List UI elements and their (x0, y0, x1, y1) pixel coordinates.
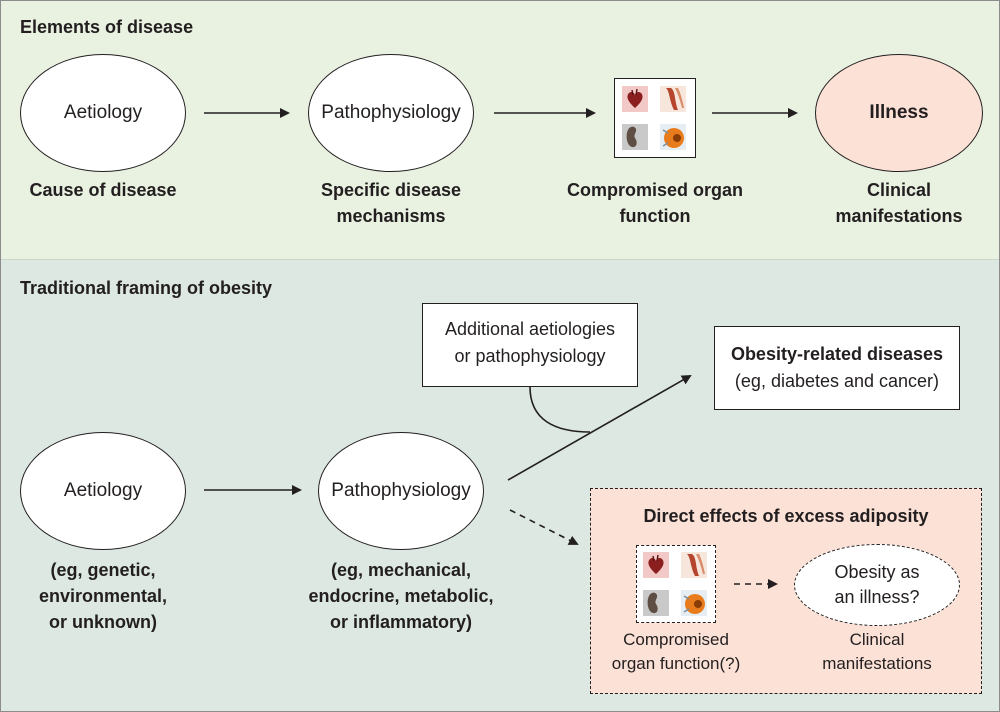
aetiology-example-3: or unknown) (49, 612, 157, 632)
additional-aetiologies-connector (529, 386, 591, 433)
obesity-clinical-line-2: manifestations (822, 654, 932, 673)
compromised-organ-line-1: Compromised organ (566, 180, 744, 200)
kidney-icon (643, 590, 669, 616)
pathophysiology-ellipse: Pathophysiology (308, 54, 474, 172)
pathophysiology-label: Pathophysiology (321, 102, 461, 123)
muscle-icon (660, 86, 686, 112)
illness-label: Illness (869, 102, 929, 123)
compromised-line-2: organ function(?) (611, 654, 741, 673)
aetiology-label: Aetiology (63, 102, 143, 123)
obesity-clinical-manifestations-caption: Clinical manifestations (800, 628, 954, 676)
additional-aetiologies-line-2: or pathophysiology (454, 346, 606, 366)
compromised-organ-caption: Compromised organ function (548, 177, 762, 229)
clinical-manifestations-line-1: Clinical (866, 180, 932, 200)
aetiology-ellipse: Aetiology (20, 54, 186, 172)
additional-aetiologies-box: Additional aetiologies or pathophysiolog… (422, 303, 638, 387)
muscle-icon (681, 552, 707, 578)
obesity-illness-ellipse: Obesity as an illness? (794, 544, 960, 626)
illness-ellipse: Illness (815, 54, 983, 172)
patho-example-2: endocrine, metabolic, (308, 586, 494, 606)
top-heading: Elements of disease (20, 17, 194, 37)
obesity-pathophysiology-ellipse: Pathophysiology (318, 432, 484, 550)
arrow-to-obesity-related-diseases (507, 375, 692, 481)
obesity-illness-line-2: an illness? (834, 587, 920, 607)
kidney-icon (622, 124, 648, 150)
eye-icon (681, 590, 707, 616)
compromised-organ-line-2: function (619, 206, 691, 226)
obesity-related-title: Obesity-related diseases (730, 344, 944, 364)
patho-example-3: or inflammatory) (329, 612, 473, 632)
cause-of-disease-text: Cause of disease (29, 180, 177, 200)
additional-aetiologies-line-1: Additional aetiologies (444, 319, 616, 339)
heart-icon (643, 552, 669, 578)
aetiology-example-1: (eg, genetic, (50, 560, 156, 580)
obesity-clinical-line-1: Clinical (849, 630, 905, 649)
eye-icon (660, 124, 686, 150)
disease-mechanisms-caption: Specific disease mechanisms (296, 177, 486, 229)
compromised-organ-function-caption: Compromised organ function(?) (600, 628, 752, 676)
obesity-aetiology-ellipse: Aetiology (20, 432, 186, 550)
heart-icon (622, 86, 648, 112)
organ-icons-panel (614, 78, 696, 158)
obesity-related-subtitle: (eg, diabetes and cancer) (734, 371, 940, 391)
patho-examples-caption: (eg, mechanical, endocrine, metabolic, o… (296, 557, 506, 635)
cause-of-disease-caption: Cause of disease (10, 177, 196, 203)
aetiology-example-2: environmental, (38, 586, 168, 606)
obesity-related-diseases-box: Obesity-related diseases (eg, diabetes a… (714, 326, 960, 410)
direct-effects-title: Direct effects of excess adiposity (643, 506, 929, 526)
bottom-heading: Traditional framing of obesity (20, 278, 273, 298)
patho-example-1: (eg, mechanical, (330, 560, 472, 580)
aetiology-examples-caption: (eg, genetic, environmental, or unknown) (10, 557, 196, 635)
clinical-manifestations-line-2: manifestations (835, 206, 963, 226)
dashed-arrow-to-direct-effects (509, 509, 579, 545)
disease-mechanisms-line-1: Specific disease (320, 180, 462, 200)
panel-divider (1, 259, 999, 260)
disease-mechanisms-line-2: mechanisms (336, 206, 446, 226)
clinical-manifestations-caption: Clinical manifestations (806, 177, 992, 229)
obesity-illness-line-1: Obesity as (834, 562, 920, 582)
compromised-line-1: Compromised (623, 630, 729, 649)
obesity-aetiology-label: Aetiology (63, 480, 143, 501)
obesity-pathophysiology-label: Pathophysiology (331, 480, 471, 501)
obesity-organ-icons-panel (636, 545, 716, 623)
